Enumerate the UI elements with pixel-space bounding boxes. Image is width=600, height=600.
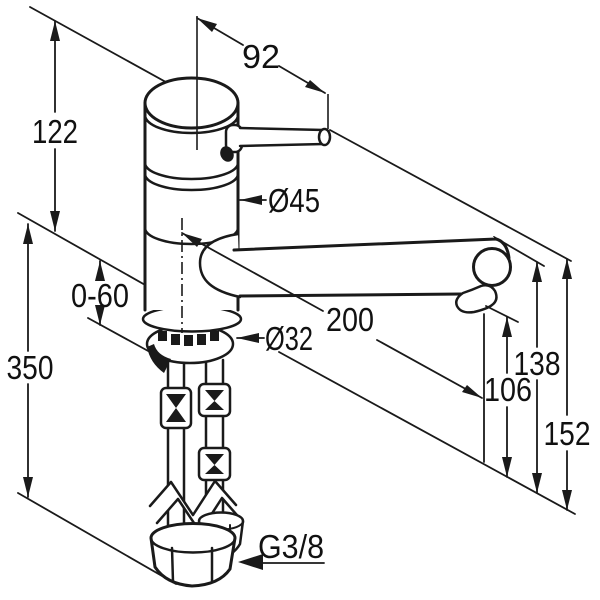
hose-bottom-level xyxy=(17,492,177,585)
dim-label-350: 350 xyxy=(7,349,54,386)
ring-shadow xyxy=(147,344,171,373)
handle-level-line xyxy=(329,129,572,262)
deck-bottom-tick xyxy=(87,317,151,353)
base-flange xyxy=(141,305,243,373)
dimension-122: 122 xyxy=(32,20,78,232)
dim-label-122: 122 xyxy=(32,113,78,150)
dim-label-152: 152 xyxy=(544,415,591,452)
faucet-spout xyxy=(198,232,512,314)
dim-label-d32: Ø32 xyxy=(265,320,313,357)
spout-collar xyxy=(198,232,242,299)
dimension-106: 106 xyxy=(484,316,532,478)
dimension-152: 152 xyxy=(544,258,591,511)
mounting-plane-right xyxy=(278,351,576,515)
cap-rim xyxy=(143,113,240,135)
dim-label-d45: Ø45 xyxy=(268,182,320,219)
handle-tip xyxy=(317,127,332,147)
faucet-handle xyxy=(220,123,332,162)
cap-top xyxy=(143,76,240,130)
connection-nuts xyxy=(149,511,245,588)
dimension-200: 200 xyxy=(181,232,483,399)
spout-outlet xyxy=(472,247,512,287)
escutcheon xyxy=(141,305,243,333)
body-ring-lower xyxy=(143,172,240,192)
dimensions: 92 122 Ø45 0-60 xyxy=(7,16,591,570)
g38-nut xyxy=(149,522,237,588)
dimension-0-60: 0-60 xyxy=(71,260,129,326)
dimension-d32: Ø32 xyxy=(236,320,313,357)
supply-hoses xyxy=(159,358,232,545)
aerator-level-line xyxy=(485,305,519,323)
dim-label-g38: G3/8 xyxy=(258,528,324,565)
dimension-g38: G3/8 xyxy=(238,528,325,570)
faucet xyxy=(141,76,512,588)
dimension-92: 92 xyxy=(196,17,326,94)
body-ring-upper xyxy=(143,161,240,181)
dimension-d45: Ø45 xyxy=(239,182,320,219)
dim-label-92: 92 xyxy=(242,38,280,75)
handle-dot xyxy=(220,146,234,162)
dim-label-200: 200 xyxy=(326,301,374,338)
dimension-350: 350 xyxy=(7,223,54,498)
dimension-138: 138 xyxy=(514,261,561,494)
dim-label-138: 138 xyxy=(514,345,561,382)
dim-label-0-60: 0-60 xyxy=(71,277,129,314)
dim-label-106: 106 xyxy=(484,371,532,408)
